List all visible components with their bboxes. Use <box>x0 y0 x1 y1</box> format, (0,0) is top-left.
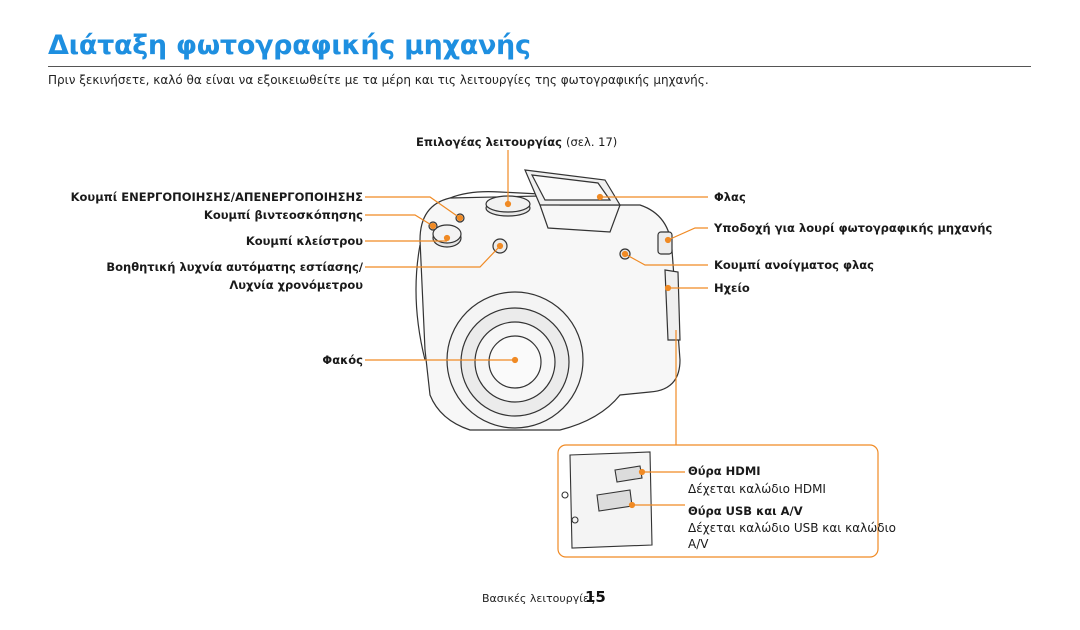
desc-usb-av-port-line2: A/V <box>688 537 709 551</box>
intro-text: Πριν ξεκινήσετε, καλό θα είναι να εξοικε… <box>48 73 709 87</box>
page-number: 15 <box>585 588 606 606</box>
label-lens: Φακός <box>322 353 363 367</box>
label-video-button: Κουμπί βιντεοσκόπησης <box>203 208 363 222</box>
label-power-button: Κουμπί ΕΝΕΡΓΟΠΟΙΗΣΗΣ/ΑΠΕΝΕΡΓΟΠΟΙΗΣΗΣ <box>70 190 363 204</box>
desc-hdmi-port: Δέχεται καλώδιο HDMI <box>688 482 826 496</box>
callout-flash-open <box>624 253 708 266</box>
label-hdmi-port: Θύρα HDMI <box>688 464 761 478</box>
top-plate <box>449 191 541 199</box>
side-door-shape <box>664 269 681 341</box>
page-title: Διάταξη φωτογραφικής μηχανής <box>48 30 531 61</box>
callout-af-lamp <box>365 245 501 268</box>
callout-power <box>365 196 461 219</box>
callout-strap <box>667 227 708 241</box>
label-flash: Φλας <box>714 190 746 204</box>
label-mode-dial: Επιλογέας λειτουργίας (σελ. 17) <box>416 135 618 149</box>
desc-usb-av-port-line1: Δέχεται καλώδιο USB και καλώδιο <box>688 521 896 535</box>
label-af-lamp-line1: Βοηθητική λυχνία αυτόματης εστίασης/ <box>106 260 363 274</box>
label-flash-open-button: Κουμπί ανοίγματος φλας <box>714 258 874 272</box>
label-shutter-button: Κουμπί κλείστρου <box>245 234 363 248</box>
camera-grip <box>415 244 426 361</box>
callout-video <box>365 214 434 227</box>
label-af-lamp-line2: Λυχνία χρονόμετρου <box>229 278 363 292</box>
strap-mount-shape <box>657 231 673 255</box>
label-speaker: Ηχείο <box>714 281 750 295</box>
title-divider <box>48 66 1031 67</box>
label-usb-av-port: Θύρα USB και A/V <box>688 504 803 518</box>
label-strap-mount: Υποδοχή για λουρί φωτογραφικής μηχανής <box>714 221 993 235</box>
hdmi-port-shape <box>614 465 643 483</box>
port-detail-box <box>557 444 879 558</box>
footer-section: Βασικές λειτουργίες <box>482 592 596 605</box>
